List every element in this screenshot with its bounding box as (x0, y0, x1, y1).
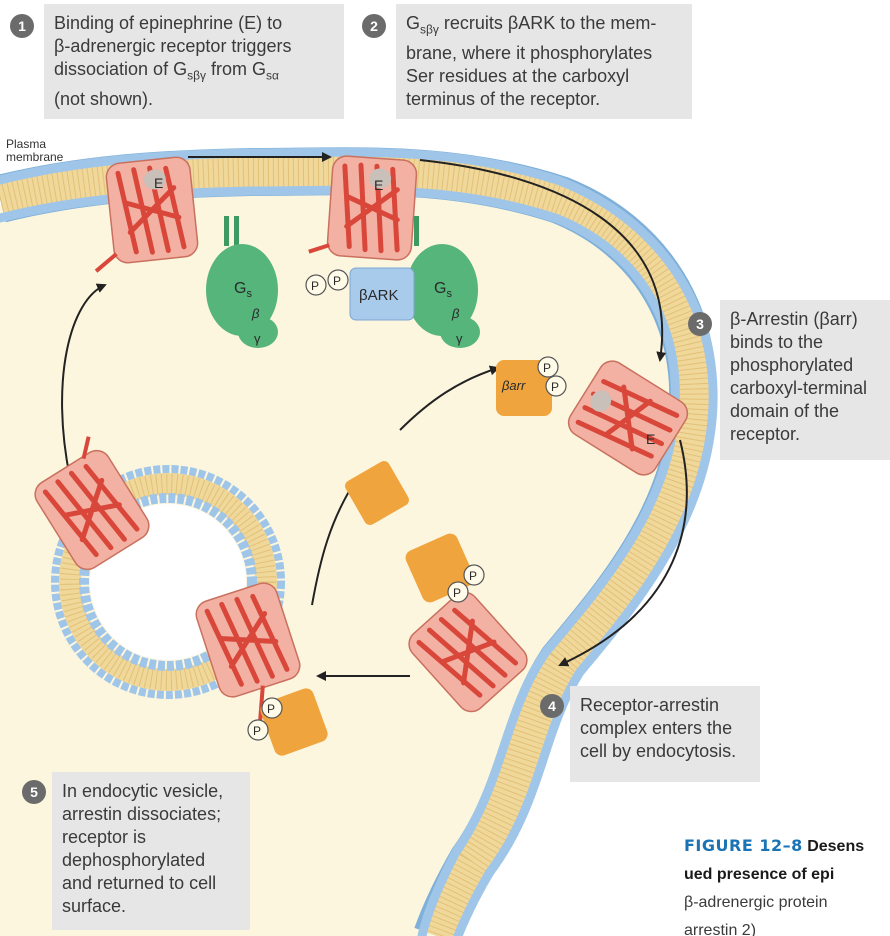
p-label: P (311, 279, 319, 293)
callout-line: (not shown). (54, 88, 334, 111)
step-4-callout: Receptor-arrestin complex enters the cel… (570, 686, 760, 782)
callout-line: receptor is (62, 826, 240, 849)
callout-line: β-Arrestin (βarr) (730, 308, 880, 331)
callout-line: In endocytic vesicle, (62, 780, 240, 803)
callout-line: brane, where it phosphorylates (406, 42, 682, 65)
ligand-label-2: E (374, 177, 383, 193)
ggamma-label-2: γ (456, 331, 463, 346)
step-2-callout: Gsβγ recruits βARK to the mem- brane, wh… (396, 4, 692, 119)
figure-caption: FIGURE 12–8 Desens ued presence of epi β… (684, 832, 890, 936)
callout-line: Binding of epinephrine (E) to (54, 12, 334, 35)
callout-line: complex enters the (580, 717, 750, 740)
step-2-badge: 2 (362, 14, 386, 38)
callout-line: Gsβγ recruits βARK to the mem- (406, 12, 682, 42)
step-3-badge: 3 (688, 312, 712, 336)
p-label: P (333, 274, 341, 288)
callout-line: carboxyl-terminal (730, 377, 880, 400)
callout-line: arrestin dissociates; (62, 803, 240, 826)
p-label: P (453, 586, 461, 600)
figure-number: FIGURE 12–8 (684, 836, 803, 855)
caption-line-1: FIGURE 12–8 Desens (684, 832, 890, 861)
caption-line-3: β-adrenergic protein (684, 889, 890, 917)
barr-label: βarr (501, 378, 526, 393)
callout-line: domain of the (730, 400, 880, 423)
callout-line: and returned to cell (62, 872, 240, 895)
ligand-label-3: E (646, 431, 655, 447)
callout-line: cell by endocytosis. (580, 740, 750, 763)
callout-line: Ser residues at the carboxyl (406, 65, 682, 88)
plasma-membrane-label: Plasma membrane (6, 138, 63, 164)
membrane-label-line: membrane (6, 151, 63, 164)
step-1-callout: Binding of epinephrine (E) to β-adrenerg… (44, 4, 344, 119)
caption-line-4: arrestin 2) (684, 917, 890, 936)
caption-title-start: Desens (807, 838, 864, 855)
p-label: P (267, 702, 275, 716)
step-4-badge: 4 (540, 694, 564, 718)
callout-line: surface. (62, 895, 240, 918)
step-5-badge: 5 (22, 780, 46, 804)
ligand-label-1: E (154, 175, 163, 191)
callout-line: β-adrenergic receptor triggers (54, 35, 334, 58)
callout-line: phosphorylated (730, 354, 880, 377)
p-label: P (469, 569, 477, 583)
p-label: P (551, 380, 559, 394)
p-label: P (543, 361, 551, 375)
callout-line: binds to the (730, 331, 880, 354)
step-1-badge: 1 (10, 14, 34, 38)
caption-line-2: ued presence of epi (684, 861, 890, 889)
step-5-callout: In endocytic vesicle, arrestin dissociat… (52, 772, 250, 930)
gbeta-label-2: β (451, 306, 460, 321)
ggamma-label-1: γ (254, 331, 261, 346)
bark-label: βARK (359, 287, 398, 304)
p-label: P (253, 724, 261, 738)
step-3-callout: β-Arrestin (βarr) binds to the phosphory… (720, 300, 890, 460)
gbeta-label-1: β (251, 306, 260, 321)
callout-line: receptor. (730, 423, 880, 446)
callout-line: dephosphorylated (62, 849, 240, 872)
callout-line: Receptor-arrestin (580, 694, 750, 717)
callout-line: dissociation of Gsβγ from Gsα (54, 58, 334, 88)
callout-line: terminus of the receptor. (406, 88, 682, 111)
